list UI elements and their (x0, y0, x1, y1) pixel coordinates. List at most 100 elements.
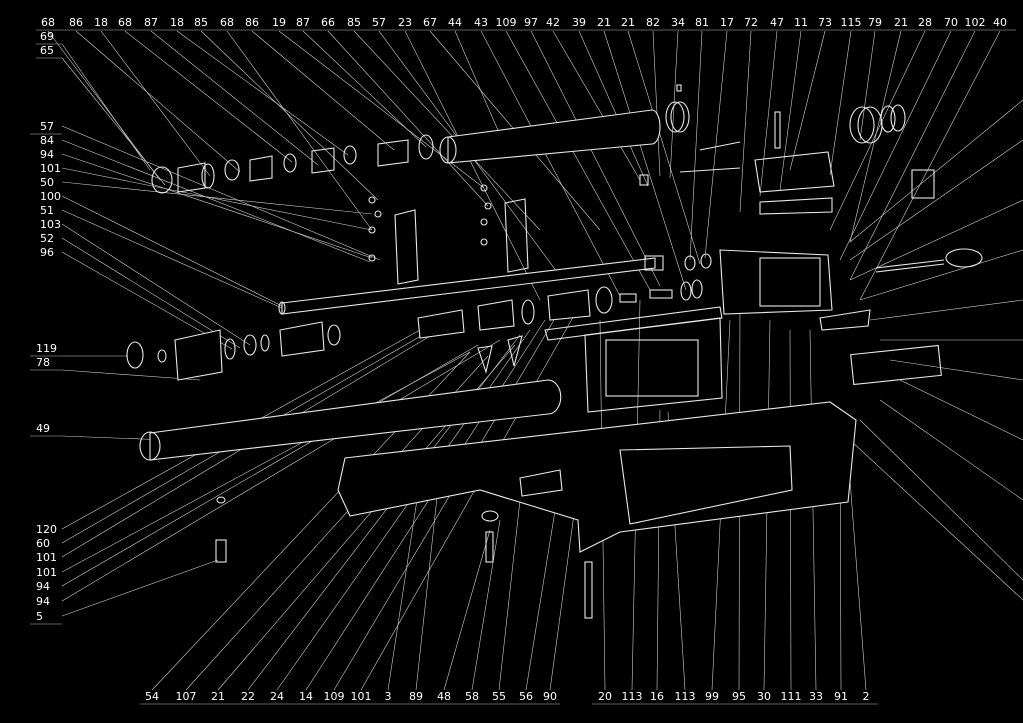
leader-line (869, 299, 1023, 321)
callout-label: 65 (40, 44, 54, 57)
leader-line (61, 559, 219, 617)
leader-line (61, 181, 373, 215)
callout-label: 109 (496, 16, 517, 29)
callout-label: 103 (40, 218, 61, 231)
callout-label: 99 (705, 690, 719, 703)
callout-label: 85 (194, 16, 208, 29)
leader-line (61, 125, 381, 261)
callout-label: 111 (781, 690, 802, 703)
leader-line (849, 30, 902, 243)
leader-line (849, 139, 1023, 261)
air-tank-part (139, 379, 562, 461)
callout-label: 47 (770, 16, 784, 29)
leader-line (61, 369, 201, 381)
leader-line (859, 419, 1023, 581)
callout-label: 94 (40, 148, 54, 161)
callout-label: 101 (351, 690, 372, 703)
callout-label: 2 (863, 690, 870, 703)
leader-line (278, 30, 485, 189)
callout-label: 113 (622, 690, 643, 703)
callout-label: 51 (40, 204, 54, 217)
leader-line (779, 30, 802, 191)
callout-label: 73 (818, 16, 832, 29)
bolt-part (875, 248, 983, 273)
callout-label: 40 (993, 16, 1007, 29)
leader-line (471, 519, 501, 691)
leader-line (404, 30, 541, 301)
leader-line (849, 199, 1023, 281)
leader-line (61, 339, 501, 602)
callout-label: 100 (40, 190, 61, 203)
callout-label: 21 (211, 690, 225, 703)
callout-label: 20 (598, 690, 612, 703)
leader-line (889, 359, 1023, 381)
barrel-part (278, 255, 664, 315)
callout-label: 34 (671, 16, 685, 29)
callout-label: 95 (732, 690, 746, 703)
leader-line (61, 139, 371, 263)
callout-label: 115 (841, 16, 862, 29)
callout-label: 97 (524, 16, 538, 29)
callout-label: 90 (543, 690, 557, 703)
callout-label: 11 (794, 16, 808, 29)
callout-label: 21 (597, 16, 611, 29)
callout-label: 58 (465, 690, 479, 703)
leader-line (200, 30, 379, 201)
mount-bracket-part (368, 184, 529, 285)
callout-label: 113 (675, 690, 696, 703)
leader-line (849, 479, 867, 691)
callout-label: 101 (36, 566, 57, 579)
leader-line (247, 334, 521, 691)
leader-line (61, 237, 241, 349)
leader-line (879, 399, 1023, 501)
callout-label: 5 (36, 610, 43, 623)
callout-label: 19 (272, 16, 286, 29)
leader-line (75, 30, 241, 173)
callout-label: 79 (868, 16, 882, 29)
callout-label: 24 (270, 690, 284, 703)
leader-line (333, 309, 561, 691)
callout-label: 107 (176, 690, 197, 703)
callout-label: 68 (41, 16, 55, 29)
callout-label: 42 (546, 16, 560, 29)
callout-label: 101 (40, 162, 61, 175)
leader-line (176, 30, 349, 156)
leader-line (849, 30, 976, 281)
callout-label: 86 (245, 16, 259, 29)
callout-label: 54 (145, 690, 159, 703)
callout-label: 120 (36, 523, 57, 536)
leader-line (387, 479, 421, 691)
callout-label: 57 (40, 120, 54, 133)
callout-label: 94 (36, 580, 50, 593)
callout-label: 18 (170, 16, 184, 29)
leader-line (759, 30, 778, 197)
leader-line (859, 30, 1001, 301)
callout-label: 101 (36, 551, 57, 564)
baffle-row-part (151, 134, 434, 194)
leader-line (454, 30, 501, 136)
callout-label: 21 (621, 16, 635, 29)
leader-line (61, 344, 479, 587)
leader-line (150, 30, 319, 166)
leader-line (739, 30, 752, 213)
callout-label: 70 (944, 16, 958, 29)
leader-line (61, 209, 283, 309)
leader-line (61, 223, 251, 346)
leader-line (498, 499, 521, 691)
callout-label: 86 (69, 16, 83, 29)
leader-line (443, 529, 491, 691)
parts (126, 84, 983, 619)
leader-line (353, 30, 541, 231)
callout-label: 33 (809, 690, 823, 703)
leader-line (652, 30, 661, 177)
callout-label: 23 (398, 16, 412, 29)
leader-line (809, 329, 817, 691)
leader-line (603, 30, 687, 291)
callout-label: 44 (448, 16, 462, 29)
leader-line (61, 195, 291, 311)
callout-label: 30 (757, 690, 771, 703)
leader-line (61, 251, 233, 350)
leader-line (276, 329, 531, 691)
